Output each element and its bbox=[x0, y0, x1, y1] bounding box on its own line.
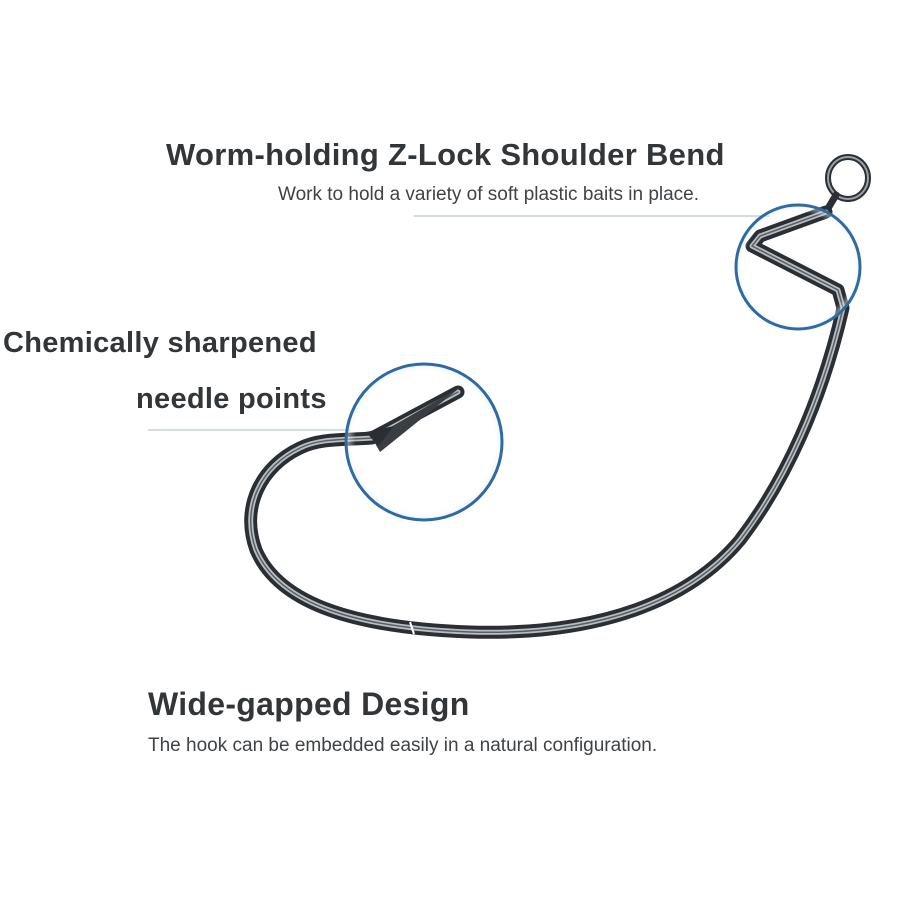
wide-gap-feature-description: The hook can be embedded easily in a nat… bbox=[148, 735, 658, 756]
zlock-zoom-ring bbox=[734, 203, 862, 331]
needle-feature-title-line1: Chemically sharpened bbox=[3, 327, 317, 359]
wide-gap-feature-title: Wide-gapped Design bbox=[148, 686, 470, 722]
zlock-feature-title: Worm-holding Z-Lock Shoulder Bend bbox=[166, 137, 725, 172]
needle-feature-title-line2: needle points bbox=[136, 383, 327, 415]
hook-eye bbox=[822, 154, 871, 216]
needle-zoom-ring bbox=[344, 362, 504, 522]
zlock-feature-description: Work to hold a variety of soft plastic b… bbox=[278, 184, 700, 205]
